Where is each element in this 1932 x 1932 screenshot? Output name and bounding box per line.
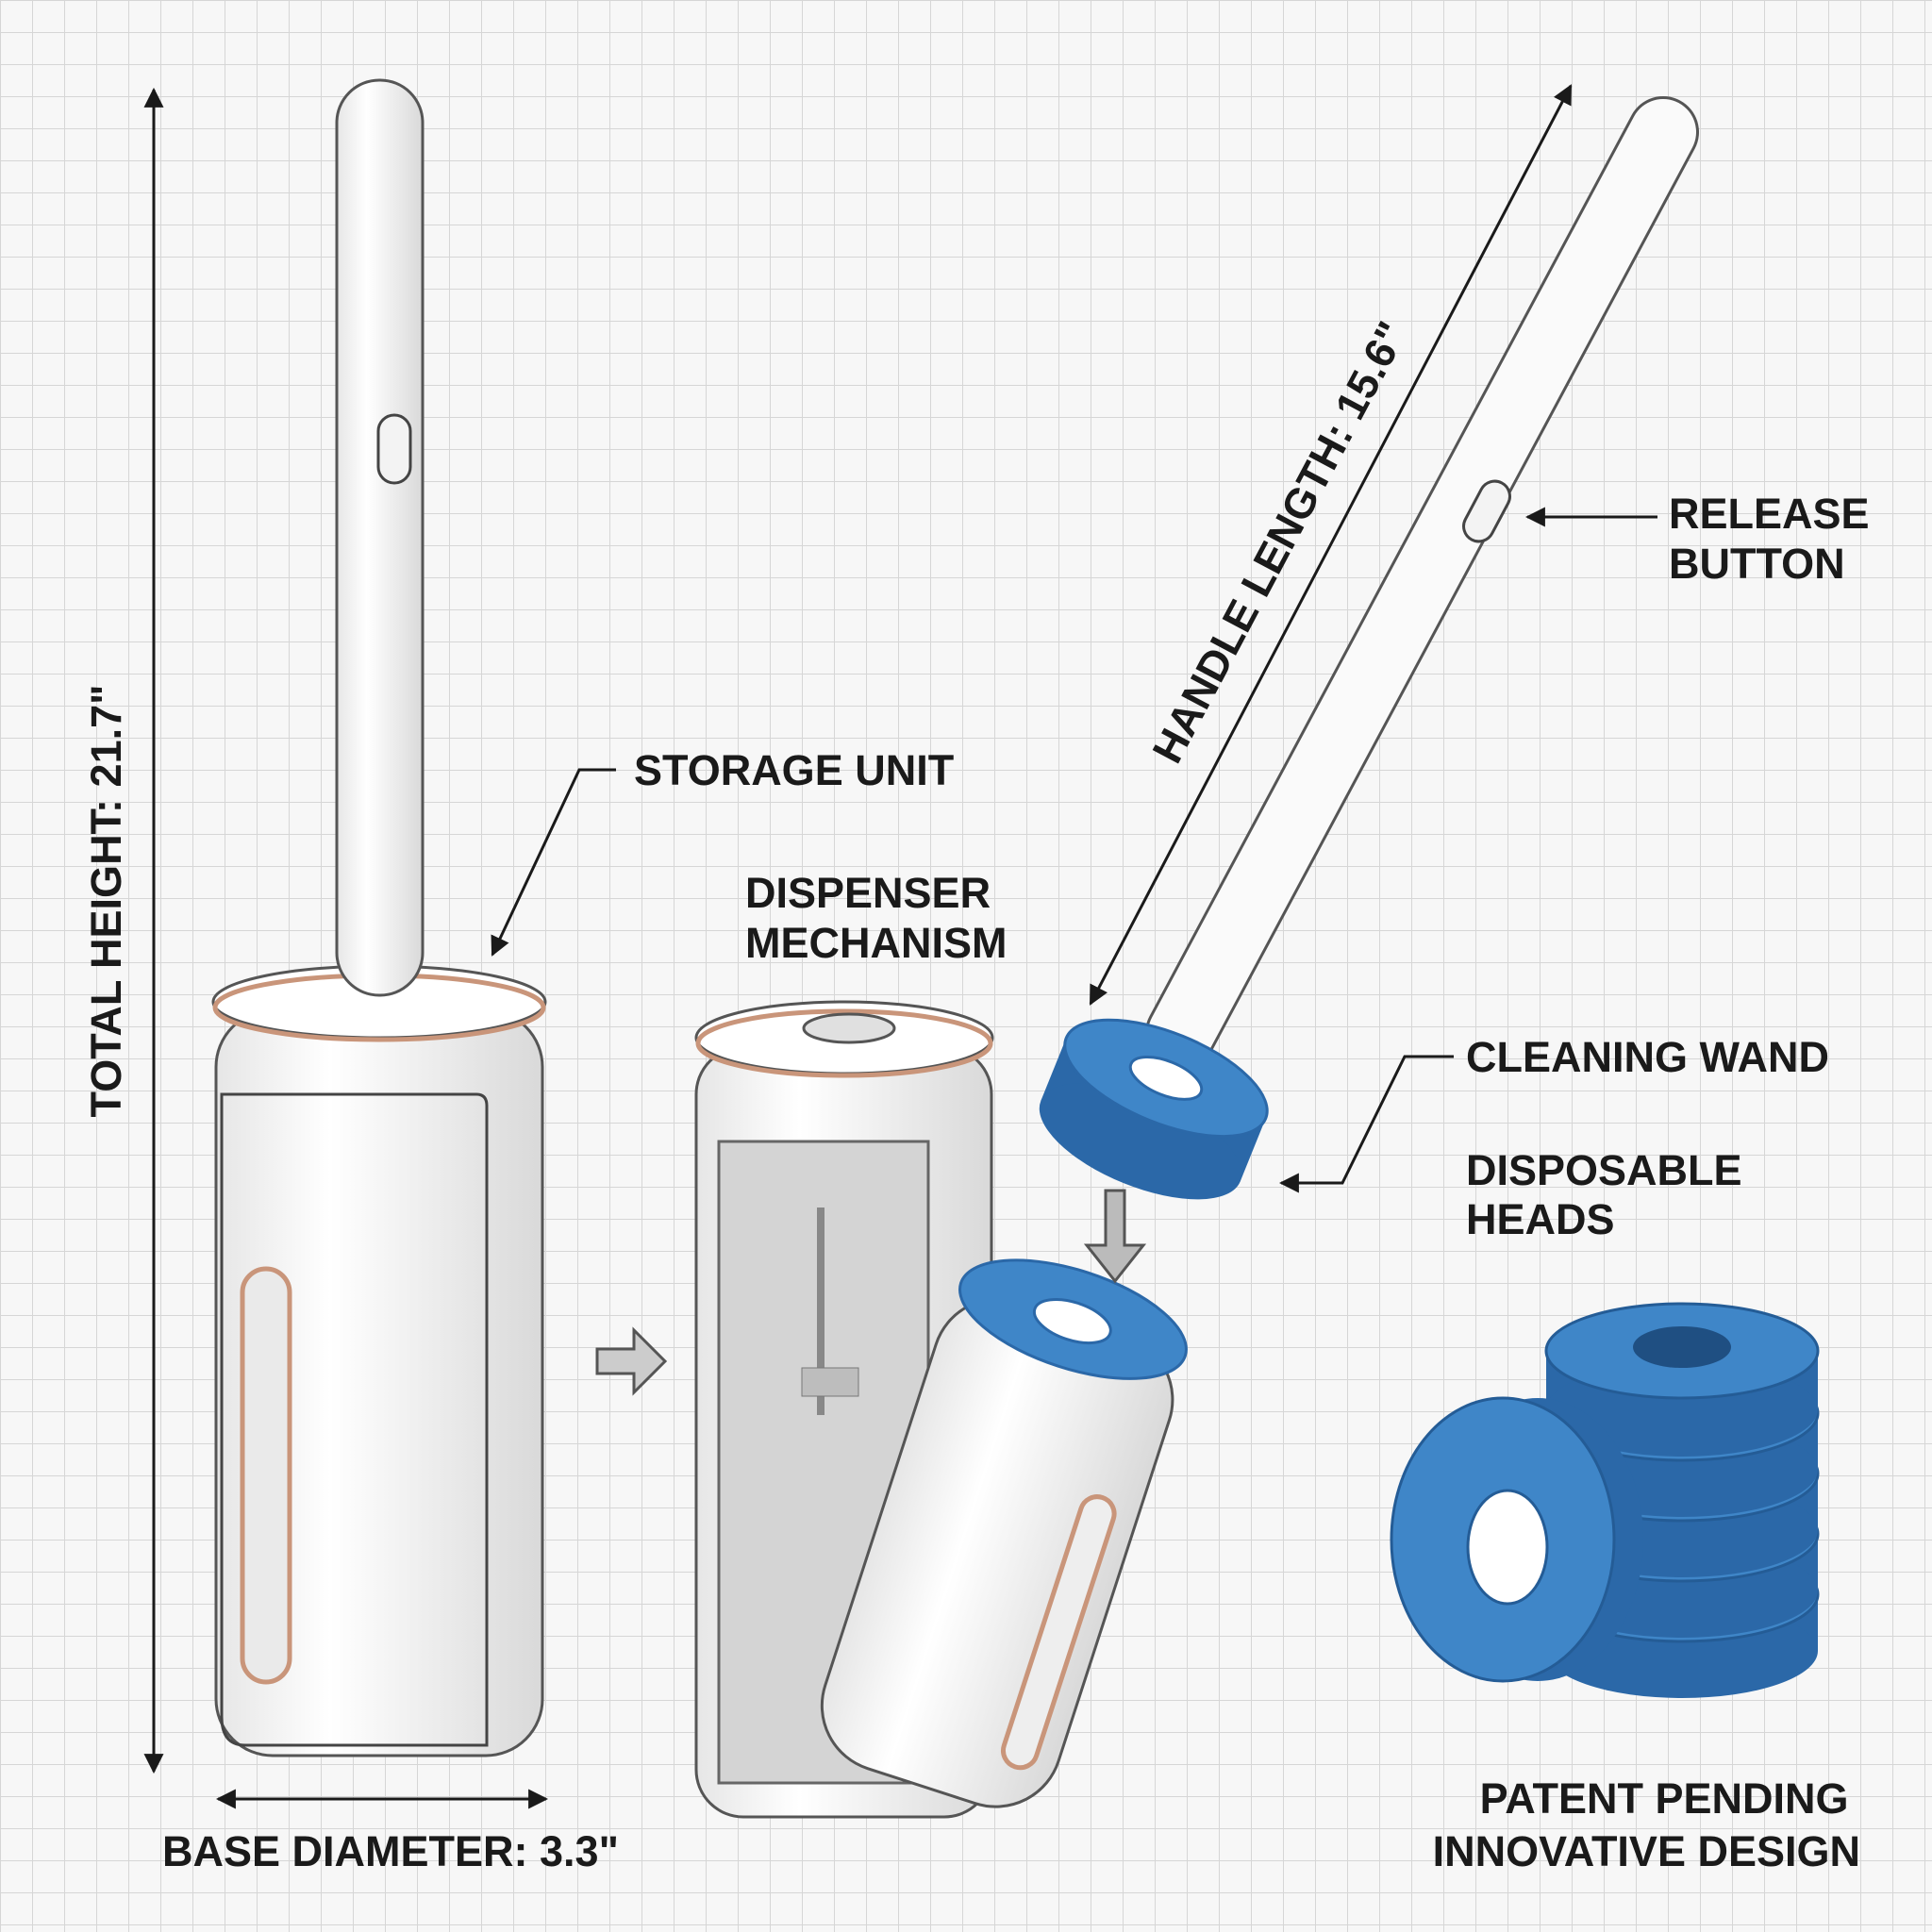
patent-pending-label: PATENT PENDING INNOVATIVE DESIGN	[1433, 1774, 1860, 1875]
disposable-heads-label: DISPOSABLE HEADS	[1466, 1146, 1754, 1243]
transition-arrow-icon	[595, 1326, 668, 1396]
dispenser-unit	[694, 1000, 1188, 1819]
base-diameter-label: BASE DIAMETER: 3.3"	[162, 1827, 619, 1875]
assembled-unit	[211, 78, 547, 1757]
sponge-head-stack	[1390, 1302, 1820, 1698]
total-height-label: TOTAL HEIGHT: 21.7"	[82, 685, 130, 1118]
front-ring	[1390, 1396, 1643, 1683]
insert-arrow-icon	[1083, 1189, 1147, 1284]
dispenser-cover	[820, 1258, 1188, 1808]
release-button-label: RELEASE BUTTON	[1669, 490, 1881, 588]
handle-length-arrow	[1089, 84, 1573, 1006]
release-button-icon	[376, 413, 412, 485]
window-slot	[240, 1266, 292, 1685]
handle	[335, 78, 425, 997]
storage-panel	[220, 1092, 489, 1747]
stack-ring	[1544, 1302, 1820, 1457]
cleaning-wand-label: CLEANING WAND	[1466, 1033, 1829, 1081]
cleaning-wand-leader	[1278, 1055, 1454, 1193]
storage-unit-leader	[491, 768, 616, 957]
wand-sponge-head	[1039, 1018, 1269, 1200]
dispenser-label: DISPENSER MECHANISM	[745, 869, 1008, 967]
storage-unit-label: STORAGE UNIT	[634, 746, 954, 794]
